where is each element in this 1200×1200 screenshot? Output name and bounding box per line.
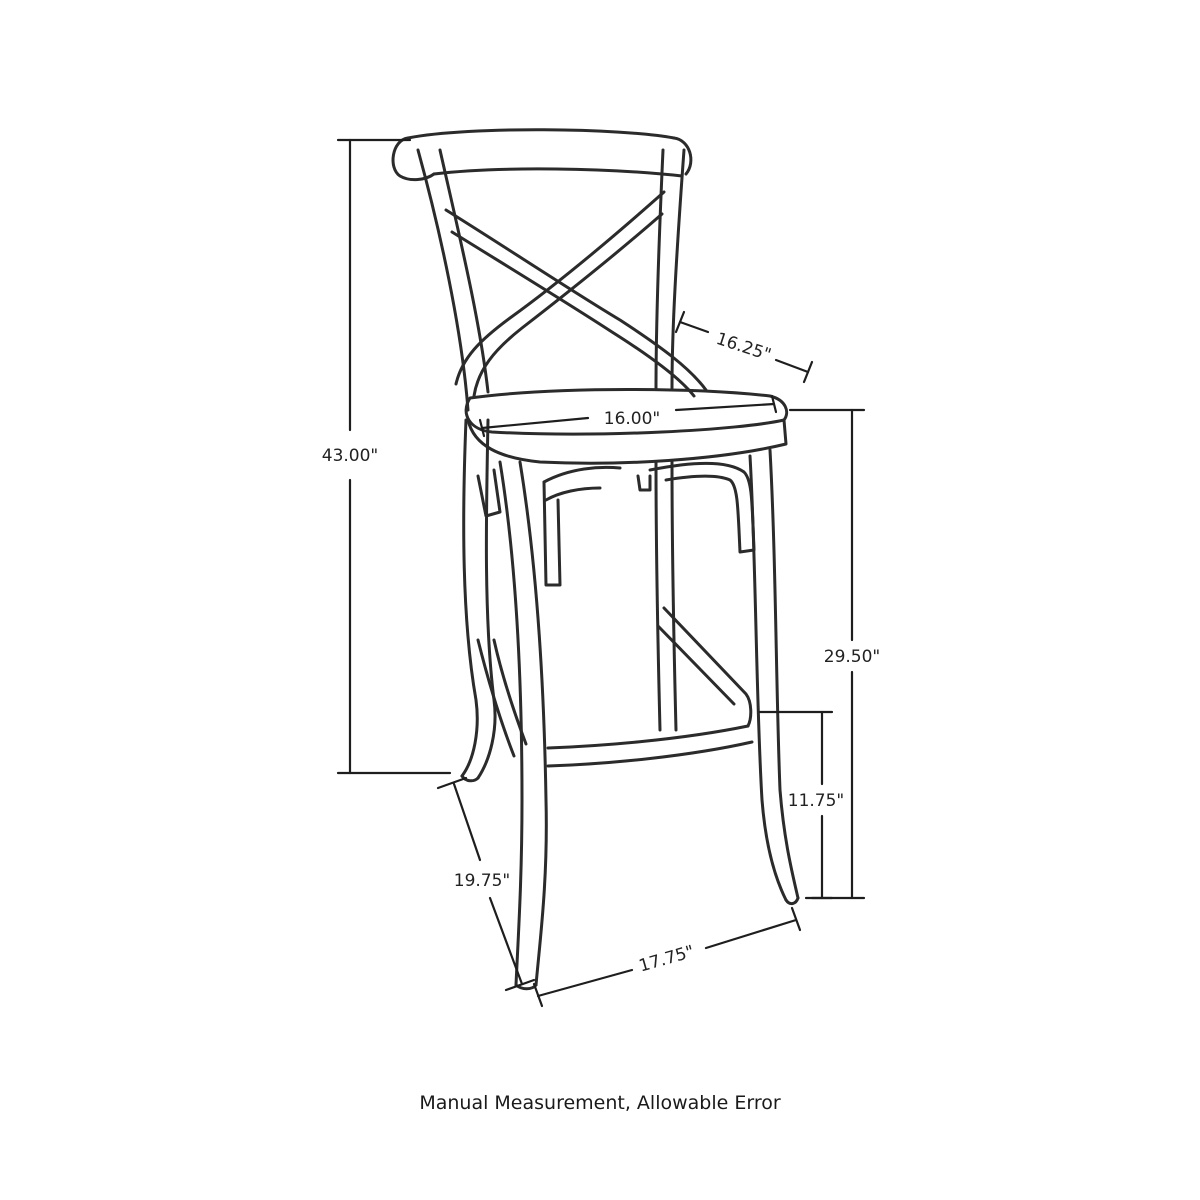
base-depth-tick-top [436, 776, 468, 790]
cross-brace-b-top [454, 190, 666, 386]
cross-brace-b-bottom [472, 212, 664, 398]
footrest-ring-top [656, 606, 753, 728]
bar-stool-drawing [391, 128, 800, 991]
front-right-leg-foot [784, 896, 800, 906]
backrest-left-scroll [391, 136, 436, 182]
dimension-lines [336, 138, 866, 1008]
backrest-top-rail-lower-edge [432, 167, 684, 178]
back-right-leg-right [670, 460, 678, 732]
base-width-tick-left [532, 982, 544, 1008]
seat-front-edge [466, 418, 788, 465]
seat-width-line-right [674, 402, 776, 412]
base-depth-line-top [452, 782, 482, 862]
back-left-leg-outer [460, 418, 479, 778]
base-width-line-right [704, 918, 798, 950]
left-back-post-front [416, 148, 470, 412]
backrest-top-rail [406, 128, 676, 140]
seat-depth-tick-right [802, 360, 814, 384]
front-right-leg-outer [748, 454, 788, 902]
back-left-leg-foot [460, 774, 480, 783]
footrest-height-label: 11.75" [788, 791, 845, 811]
front-left-leg-outer [498, 460, 524, 987]
base-width-line-left [536, 968, 634, 998]
seat-width-tick-right [770, 394, 778, 414]
seat-depth-tick-left [674, 310, 686, 334]
front-left-leg-inner [518, 460, 548, 987]
seat-support-arch-right [648, 462, 756, 554]
back-footrest-brace [476, 638, 528, 758]
seat-width-line-left [480, 416, 590, 430]
base-width-label: 17.75" [637, 942, 697, 977]
seat-width-tick-left [478, 418, 486, 438]
left-back-post-back [438, 148, 490, 394]
seat-width-label: 16.00" [604, 409, 661, 429]
base-width-tick-right [790, 906, 802, 932]
seat-depth-line-right [774, 358, 810, 374]
right-back-post-right [670, 148, 686, 390]
dimension-labels: 43.00" 29.50" 11.75" 16.00" 16.25" 19.75… [322, 329, 881, 977]
base-depth-tick-bottom [504, 978, 536, 992]
seat-depth-line-left [678, 320, 710, 334]
seat-support-stub [636, 474, 652, 492]
seat-height-label: 29.50" [824, 647, 881, 667]
base-depth-line-bottom [488, 896, 524, 986]
seat-depth-label: 16.25" [714, 329, 774, 365]
seat-support-arch-left [542, 465, 622, 587]
back-right-leg-left [654, 460, 662, 732]
cross-brace-a-bottom [450, 230, 696, 398]
front-right-leg-inner [768, 448, 800, 900]
cross-brace-a-top [444, 208, 708, 392]
overall-height-label: 43.00" [322, 446, 379, 466]
right-back-post-left [654, 148, 665, 390]
caption-text: Manual Measurement, Allowable Error [419, 1092, 781, 1114]
back-left-leg-inner [476, 418, 497, 780]
base-depth-label: 19.75" [454, 871, 511, 891]
footrest-ring-front [546, 724, 754, 768]
back-left-post-brace [476, 468, 502, 518]
backrest-right-scroll [672, 136, 693, 176]
